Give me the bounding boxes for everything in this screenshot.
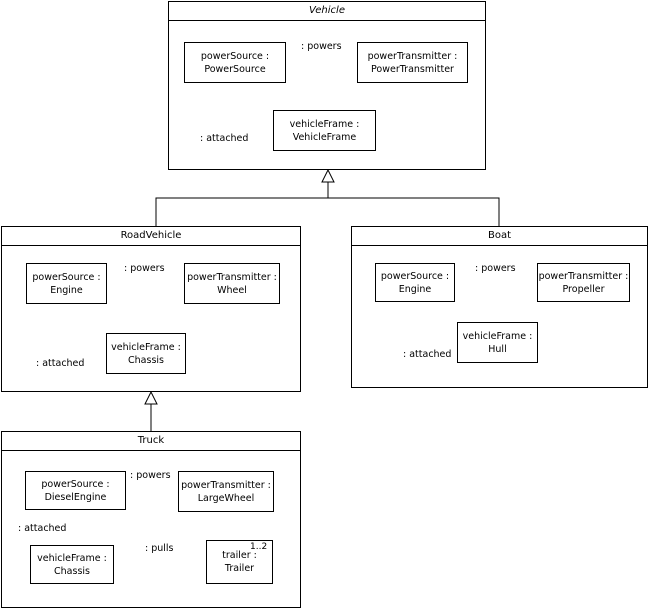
roadvehicle-power-transmitter-type: Wheel — [217, 284, 247, 296]
generalization-arrowhead-roadvehicle — [144, 390, 158, 405]
vehicle-power-transmitter-role: powerTransmitter : — [367, 50, 458, 62]
truck-power-transmitter-part: powerTransmitter : LargeWheel — [178, 471, 274, 512]
vehicle-power-source-part: powerSource : PowerSource — [184, 42, 286, 83]
generalization-arrowhead-vehicle — [321, 168, 335, 183]
boat-power-transmitter-role: powerTransmitter : — [538, 270, 629, 282]
roadvehicle-attached-label: : attached — [36, 358, 85, 369]
truck-frame-type: Chassis — [54, 565, 90, 577]
roadvehicle-powers-label: : powers — [124, 263, 165, 274]
roadvehicle-frame-type: Chassis — [128, 354, 164, 366]
boat-frame-role: vehicleFrame : — [462, 330, 533, 342]
boat-frame-part: vehicleFrame : Hull — [457, 322, 538, 363]
truck-pulls-label: : pulls — [145, 543, 174, 554]
boat-power-source-type: Engine — [398, 283, 432, 295]
roadvehicle-power-transmitter-part: powerTransmitter : Wheel — [184, 263, 280, 304]
roadvehicle-power-source-role: powerSource : — [32, 271, 101, 283]
roadvehicle-power-source-part: powerSource : Engine — [26, 263, 107, 304]
truck-power-source-part: powerSource : DieselEngine — [25, 471, 126, 510]
roadvehicle-power-transmitter-role: powerTransmitter : — [187, 271, 277, 283]
truck-trailer-multiplicity: 1..2 — [250, 542, 268, 552]
truck-class-title: Truck — [2, 432, 300, 451]
vehicle-frame-part: vehicleFrame : VehicleFrame — [273, 110, 376, 151]
truck-frame-role: vehicleFrame : — [37, 552, 107, 564]
generalization-roadvehicle-to-vehicle — [155, 182, 329, 226]
boat-attached-label: : attached — [403, 349, 452, 360]
boat-power-transmitter-part: powerTransmitter : Propeller — [537, 263, 630, 302]
boat-power-transmitter-type: Propeller — [562, 283, 605, 295]
roadvehicle-frame-role: vehicleFrame : — [111, 341, 181, 353]
generalization-boat-to-vehicle — [328, 197, 500, 226]
boat-powers-label: : powers — [475, 263, 516, 274]
vehicle-frame-type: VehicleFrame — [292, 131, 357, 143]
roadvehicle-class-title: RoadVehicle — [2, 227, 300, 246]
truck-power-source-role: powerSource : — [41, 478, 110, 490]
boat-power-source-part: powerSource : Engine — [375, 263, 455, 302]
truck-power-transmitter-role: powerTransmitter : — [181, 479, 271, 491]
truck-trailer-part: trailer : Trailer — [206, 540, 273, 584]
truck-attached-label: : attached — [18, 523, 67, 534]
vehicle-power-source-type: PowerSource — [204, 63, 266, 75]
truck-frame-part: vehicleFrame : Chassis — [30, 545, 114, 584]
boat-class: Boat — [351, 226, 648, 388]
truck-powers-label: : powers — [130, 470, 171, 481]
vehicle-frame-role: vehicleFrame : — [289, 118, 360, 130]
vehicle-powers-label: : powers — [301, 41, 342, 52]
truck-power-source-type: DieselEngine — [44, 491, 107, 503]
truck-trailer-type: Trailer — [224, 563, 255, 574]
boat-class-title: Boat — [352, 227, 647, 246]
boat-frame-type: Hull — [488, 343, 507, 355]
roadvehicle-power-source-type: Engine — [50, 284, 83, 296]
truck-trailer-role: trailer : — [222, 550, 257, 561]
boat-power-source-role: powerSource : — [380, 270, 450, 282]
vehicle-power-source-role: powerSource : — [200, 50, 270, 62]
vehicle-power-transmitter-part: powerTransmitter : PowerTransmitter — [357, 42, 468, 83]
vehicle-attached-label: : attached — [200, 133, 249, 144]
vehicle-class-title: Vehicle — [169, 2, 485, 21]
roadvehicle-frame-part: vehicleFrame : Chassis — [106, 333, 186, 374]
vehicle-power-transmitter-type: PowerTransmitter — [371, 63, 454, 75]
truck-power-transmitter-type: LargeWheel — [197, 492, 255, 504]
